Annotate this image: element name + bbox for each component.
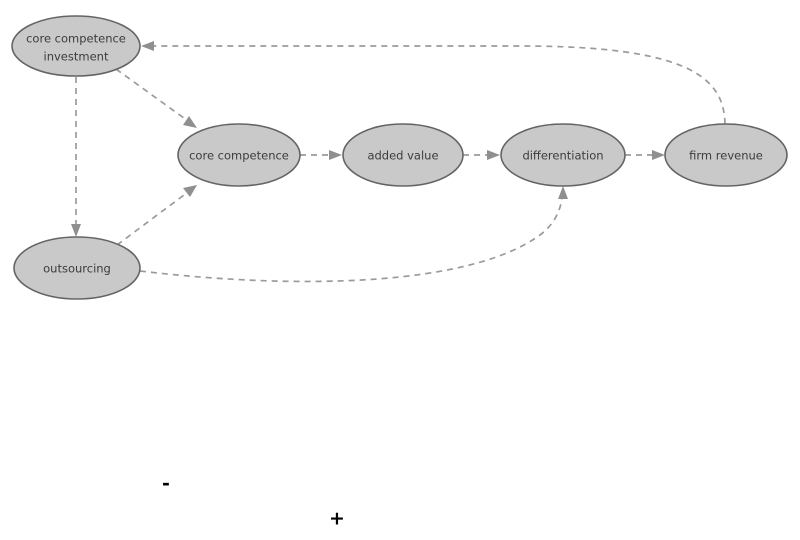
plus-polarity-mark: + <box>329 508 345 530</box>
arrowhead-icon <box>558 186 568 199</box>
node-shape <box>13 236 141 300</box>
node-outsourcing[interactable]: outsourcing <box>13 236 141 300</box>
edge-path <box>116 191 189 246</box>
node-label: added value <box>367 149 438 163</box>
edge-added-value-to-differentiation[interactable] <box>463 150 500 160</box>
edge-differentiation-to-firm-revenue[interactable] <box>625 150 665 160</box>
edge-core-competence-investment-to-outsourcing[interactable] <box>71 77 81 237</box>
node-label: outsourcing <box>43 262 111 276</box>
edge-path <box>115 68 189 122</box>
node-differentiation[interactable]: differentiation <box>500 123 626 187</box>
edge-firm-revenue-to-core-competence-investment[interactable] <box>141 41 726 125</box>
node-label: differentiation <box>522 149 603 163</box>
edge-outsourcing-to-differentiation[interactable] <box>139 186 568 283</box>
arrowhead-icon <box>487 150 500 160</box>
node-firm-revenue[interactable]: firm revenue <box>664 123 788 187</box>
node-label: firm revenue <box>689 149 763 163</box>
node-core-competence-investment[interactable]: core competence investment <box>11 15 141 77</box>
node-added-value[interactable]: added value <box>342 123 464 187</box>
arrowhead-icon <box>183 116 197 128</box>
node-shape <box>500 123 626 187</box>
edge-outsourcing-to-core-competence[interactable] <box>116 185 197 246</box>
minus-polarity-mark: - <box>162 473 170 495</box>
node-label: core competence <box>189 149 289 163</box>
node-label-line1: core competence <box>26 32 126 46</box>
node-shape <box>342 123 464 187</box>
node-shape <box>177 123 301 187</box>
node-core-competence[interactable]: core competence <box>177 123 301 187</box>
node-label-line2: investment <box>44 50 109 64</box>
edge-path <box>139 196 563 283</box>
edge-core-competence-to-added-value[interactable] <box>300 150 342 160</box>
edge-core-competence-investment-to-core-competence[interactable] <box>115 68 197 128</box>
arrowhead-icon <box>329 150 342 160</box>
arrowhead-icon <box>71 224 81 237</box>
node-shape <box>11 15 141 77</box>
arrowhead-icon <box>141 41 154 51</box>
node-shape <box>664 123 788 187</box>
arrowhead-icon <box>183 185 197 197</box>
arrowhead-icon <box>652 150 665 160</box>
edge-path <box>152 45 726 125</box>
